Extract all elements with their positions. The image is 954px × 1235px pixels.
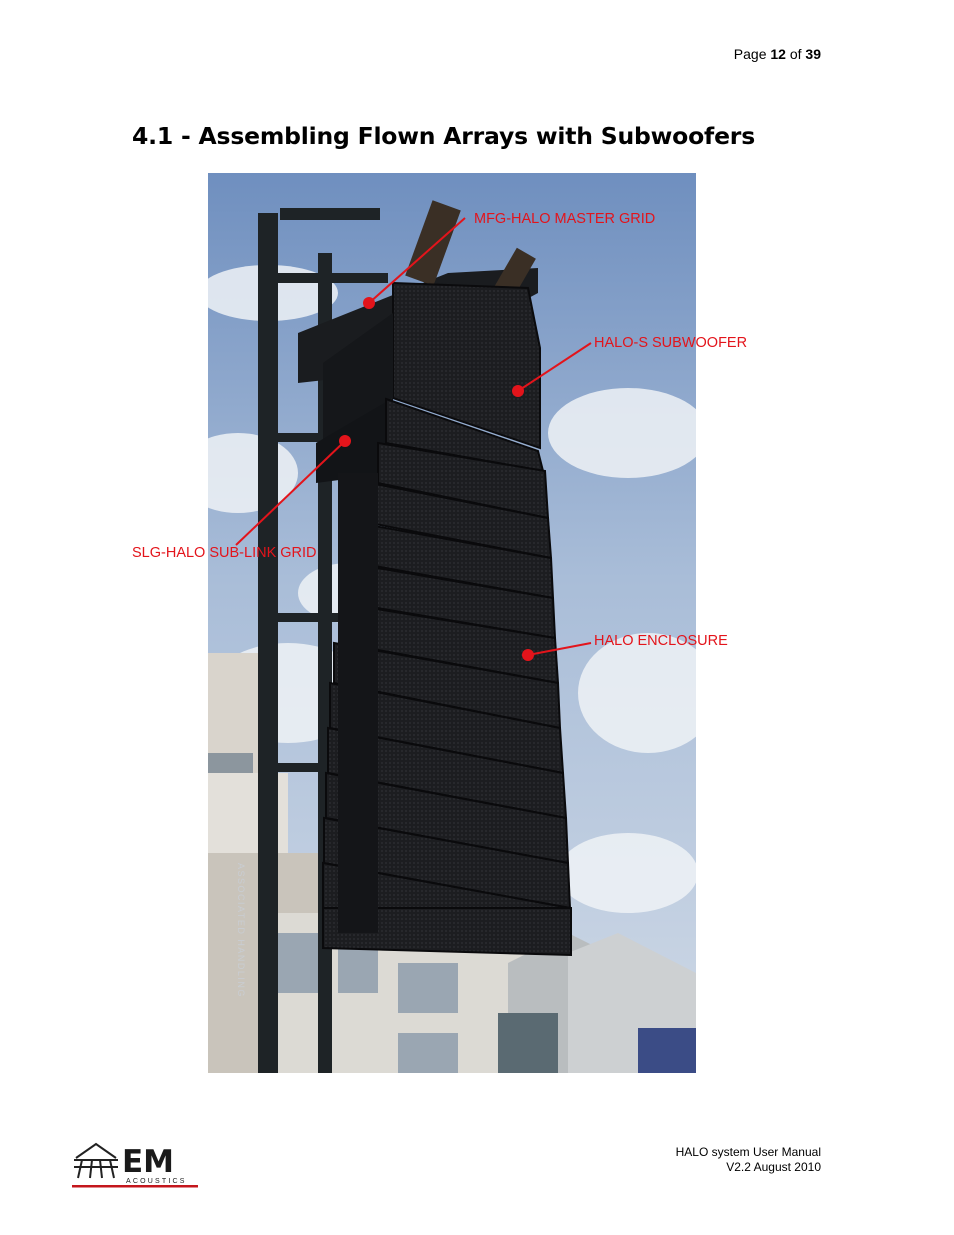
logo-subtext: ACOUSTICS xyxy=(126,1178,187,1185)
callout-sub-link-grid: SLG-HALO SUB-LINK GRID xyxy=(132,545,317,561)
callout-enclosure: HALO ENCLOSURE xyxy=(594,633,728,649)
page-total: 39 xyxy=(805,46,821,62)
callout-pointers xyxy=(235,217,592,661)
manual-title: HALO system User Manual xyxy=(675,1145,821,1159)
forklift-label: ASSOCIATED HANDLING xyxy=(236,863,246,998)
em-acoustics-logo: EM ACOUSTICS xyxy=(72,1140,198,1188)
logo-underline xyxy=(72,1185,198,1188)
footer-info: HALO system User Manual V2.2 August 2010 xyxy=(676,1145,821,1175)
halo-enclosures xyxy=(322,397,573,957)
logo-letters: EM xyxy=(122,1144,174,1180)
page-of: of xyxy=(789,46,802,62)
callout-subwoofer: HALO-S SUBWOOFER xyxy=(594,335,748,351)
callout-master-grid: MFG-HALO MASTER GRID xyxy=(474,211,656,227)
page-prefix: Page xyxy=(733,46,767,62)
subwoofer-stack xyxy=(316,281,541,483)
logo-emblem-icon xyxy=(74,1142,118,1179)
page-number: Page 12 of 39 xyxy=(734,46,821,62)
page-current: 12 xyxy=(770,46,786,62)
manual-version: V2.2 August 2010 xyxy=(726,1160,821,1174)
array-photo: ASSOCIATED HANDLING MFG-HALO MASTER GRID… xyxy=(132,173,747,1073)
section-title: 4.1 - Assembling Flown Arrays with Subwo… xyxy=(132,122,755,150)
enclosure-side-panels xyxy=(338,473,378,933)
